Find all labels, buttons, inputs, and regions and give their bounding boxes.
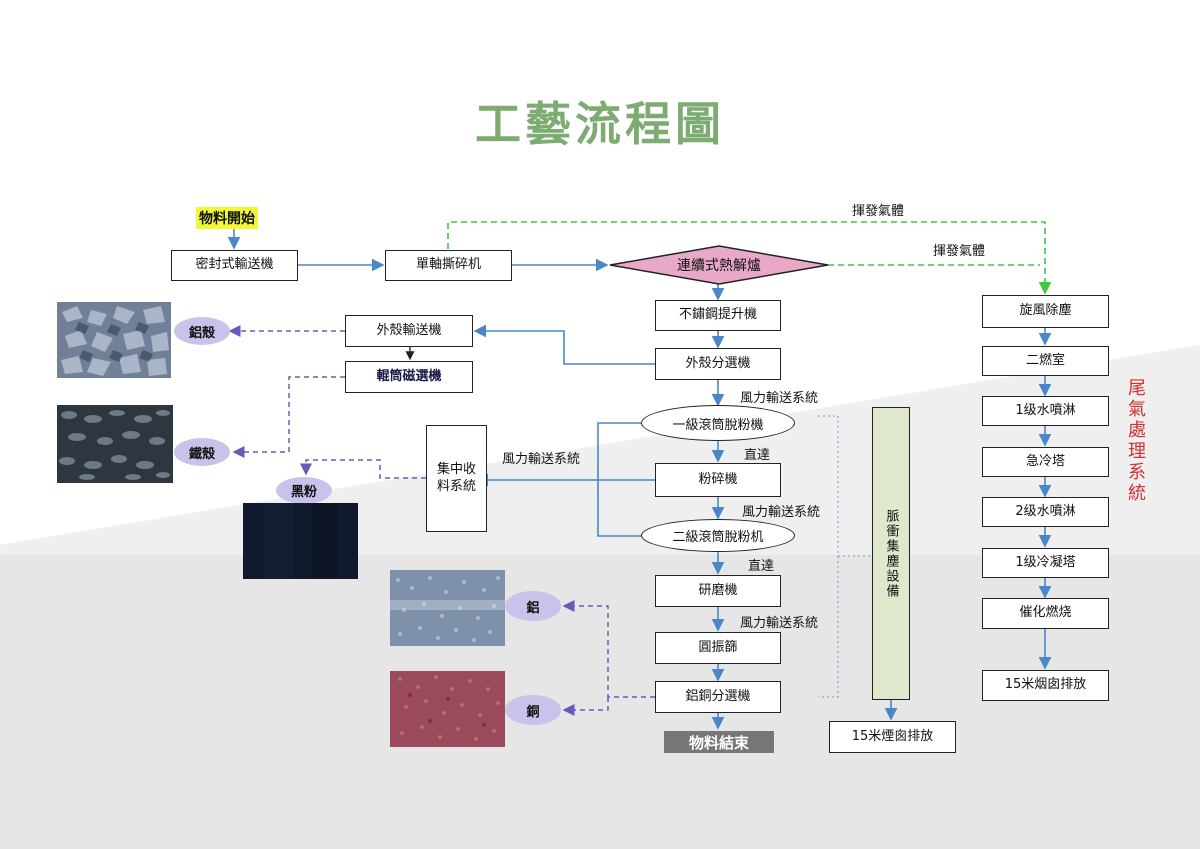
cyclone-node: 旋風除塵 — [982, 295, 1109, 328]
volatile-gas-label-top: 揮發氣體 — [852, 204, 905, 219]
iron-shell-photo — [57, 405, 173, 483]
stainless-elevator-node: 不鏽鋼提升機 — [655, 300, 781, 331]
exhaust-system-title: 尾氣處理系統 — [1125, 378, 1146, 504]
primary-drum-deduster-node: 一級滾筒脫粉機 — [641, 405, 795, 441]
chimney-right-node: 15米烟囱排放 — [982, 670, 1109, 701]
chimney-left-node: 15米煙囪排放 — [829, 721, 956, 753]
shell-separator-node: 外殼分選機 — [655, 348, 781, 380]
material-end-label: 物料結束 — [664, 731, 774, 753]
crusher-node: 粉碎機 — [655, 463, 781, 497]
shell-conveyor-node: 外殼輸送機 — [345, 315, 473, 347]
aluminum-output: 鋁 — [505, 591, 561, 621]
volatile-gas-label-right: 揮發氣體 — [933, 244, 986, 259]
aluminum-shell-output: 鋁殼 — [174, 317, 230, 345]
catalytic-combustion-node: 催化燃烧 — [982, 598, 1109, 629]
copper-output: 銅 — [505, 695, 561, 725]
aluminum-shell-photo — [57, 302, 171, 378]
pneumatic-label-3: 風力輸送系統 — [740, 616, 819, 631]
condensing-tower-node: 1级冷凝塔 — [982, 548, 1109, 578]
pneumatic-label-1: 風力輸送系統 — [740, 391, 819, 406]
direct-label-2: 直達 — [748, 559, 775, 574]
secondary-drum-deduster-node: 二級滾筒脫粉机 — [641, 519, 795, 552]
black-powder-photo — [243, 503, 358, 579]
grinder-node: 研磨機 — [655, 575, 781, 607]
pulse-dust-collector-node: 脈衝集塵設備 — [872, 407, 910, 700]
pyrolysis-furnace-node: 連續式熱解爐 — [677, 258, 761, 274]
iron-shell-output: 鐵殼 — [174, 438, 230, 466]
quench-tower-node: 急冷塔 — [982, 447, 1109, 477]
al-cu-separator-node: 鋁銅分選機 — [655, 681, 781, 713]
single-shaft-shredder-node: 單軸撕碎机 — [385, 250, 512, 281]
water-spray-1-node: 1级水噴淋 — [982, 396, 1109, 426]
direct-label-1: 直達 — [744, 448, 771, 463]
black-powder-output: 黑粉 — [276, 477, 332, 504]
central-collection-node: 集中收料系統 — [426, 425, 487, 532]
water-spray-2-node: 2级水噴淋 — [982, 497, 1109, 527]
drum-magnetic-separator-node: 輥筒磁選機 — [345, 361, 473, 393]
pneumatic-label-left: 風力輸送系統 — [502, 452, 581, 467]
material-start-label: 物料開始 — [196, 207, 258, 229]
secondary-combustion-node: 二燃室 — [982, 346, 1109, 376]
page-title: 工藝流程圖 — [475, 97, 725, 151]
pulse-dust-collector-label: 脈衝集塵設備 — [883, 508, 899, 599]
sealed-conveyor-node: 密封式輸送機 — [171, 250, 298, 281]
aluminum-powder-photo — [390, 570, 505, 646]
pneumatic-label-2: 風力輸送系統 — [742, 505, 821, 520]
copper-powder-photo — [390, 671, 505, 747]
circular-sieve-node: 圓振篩 — [655, 632, 781, 664]
